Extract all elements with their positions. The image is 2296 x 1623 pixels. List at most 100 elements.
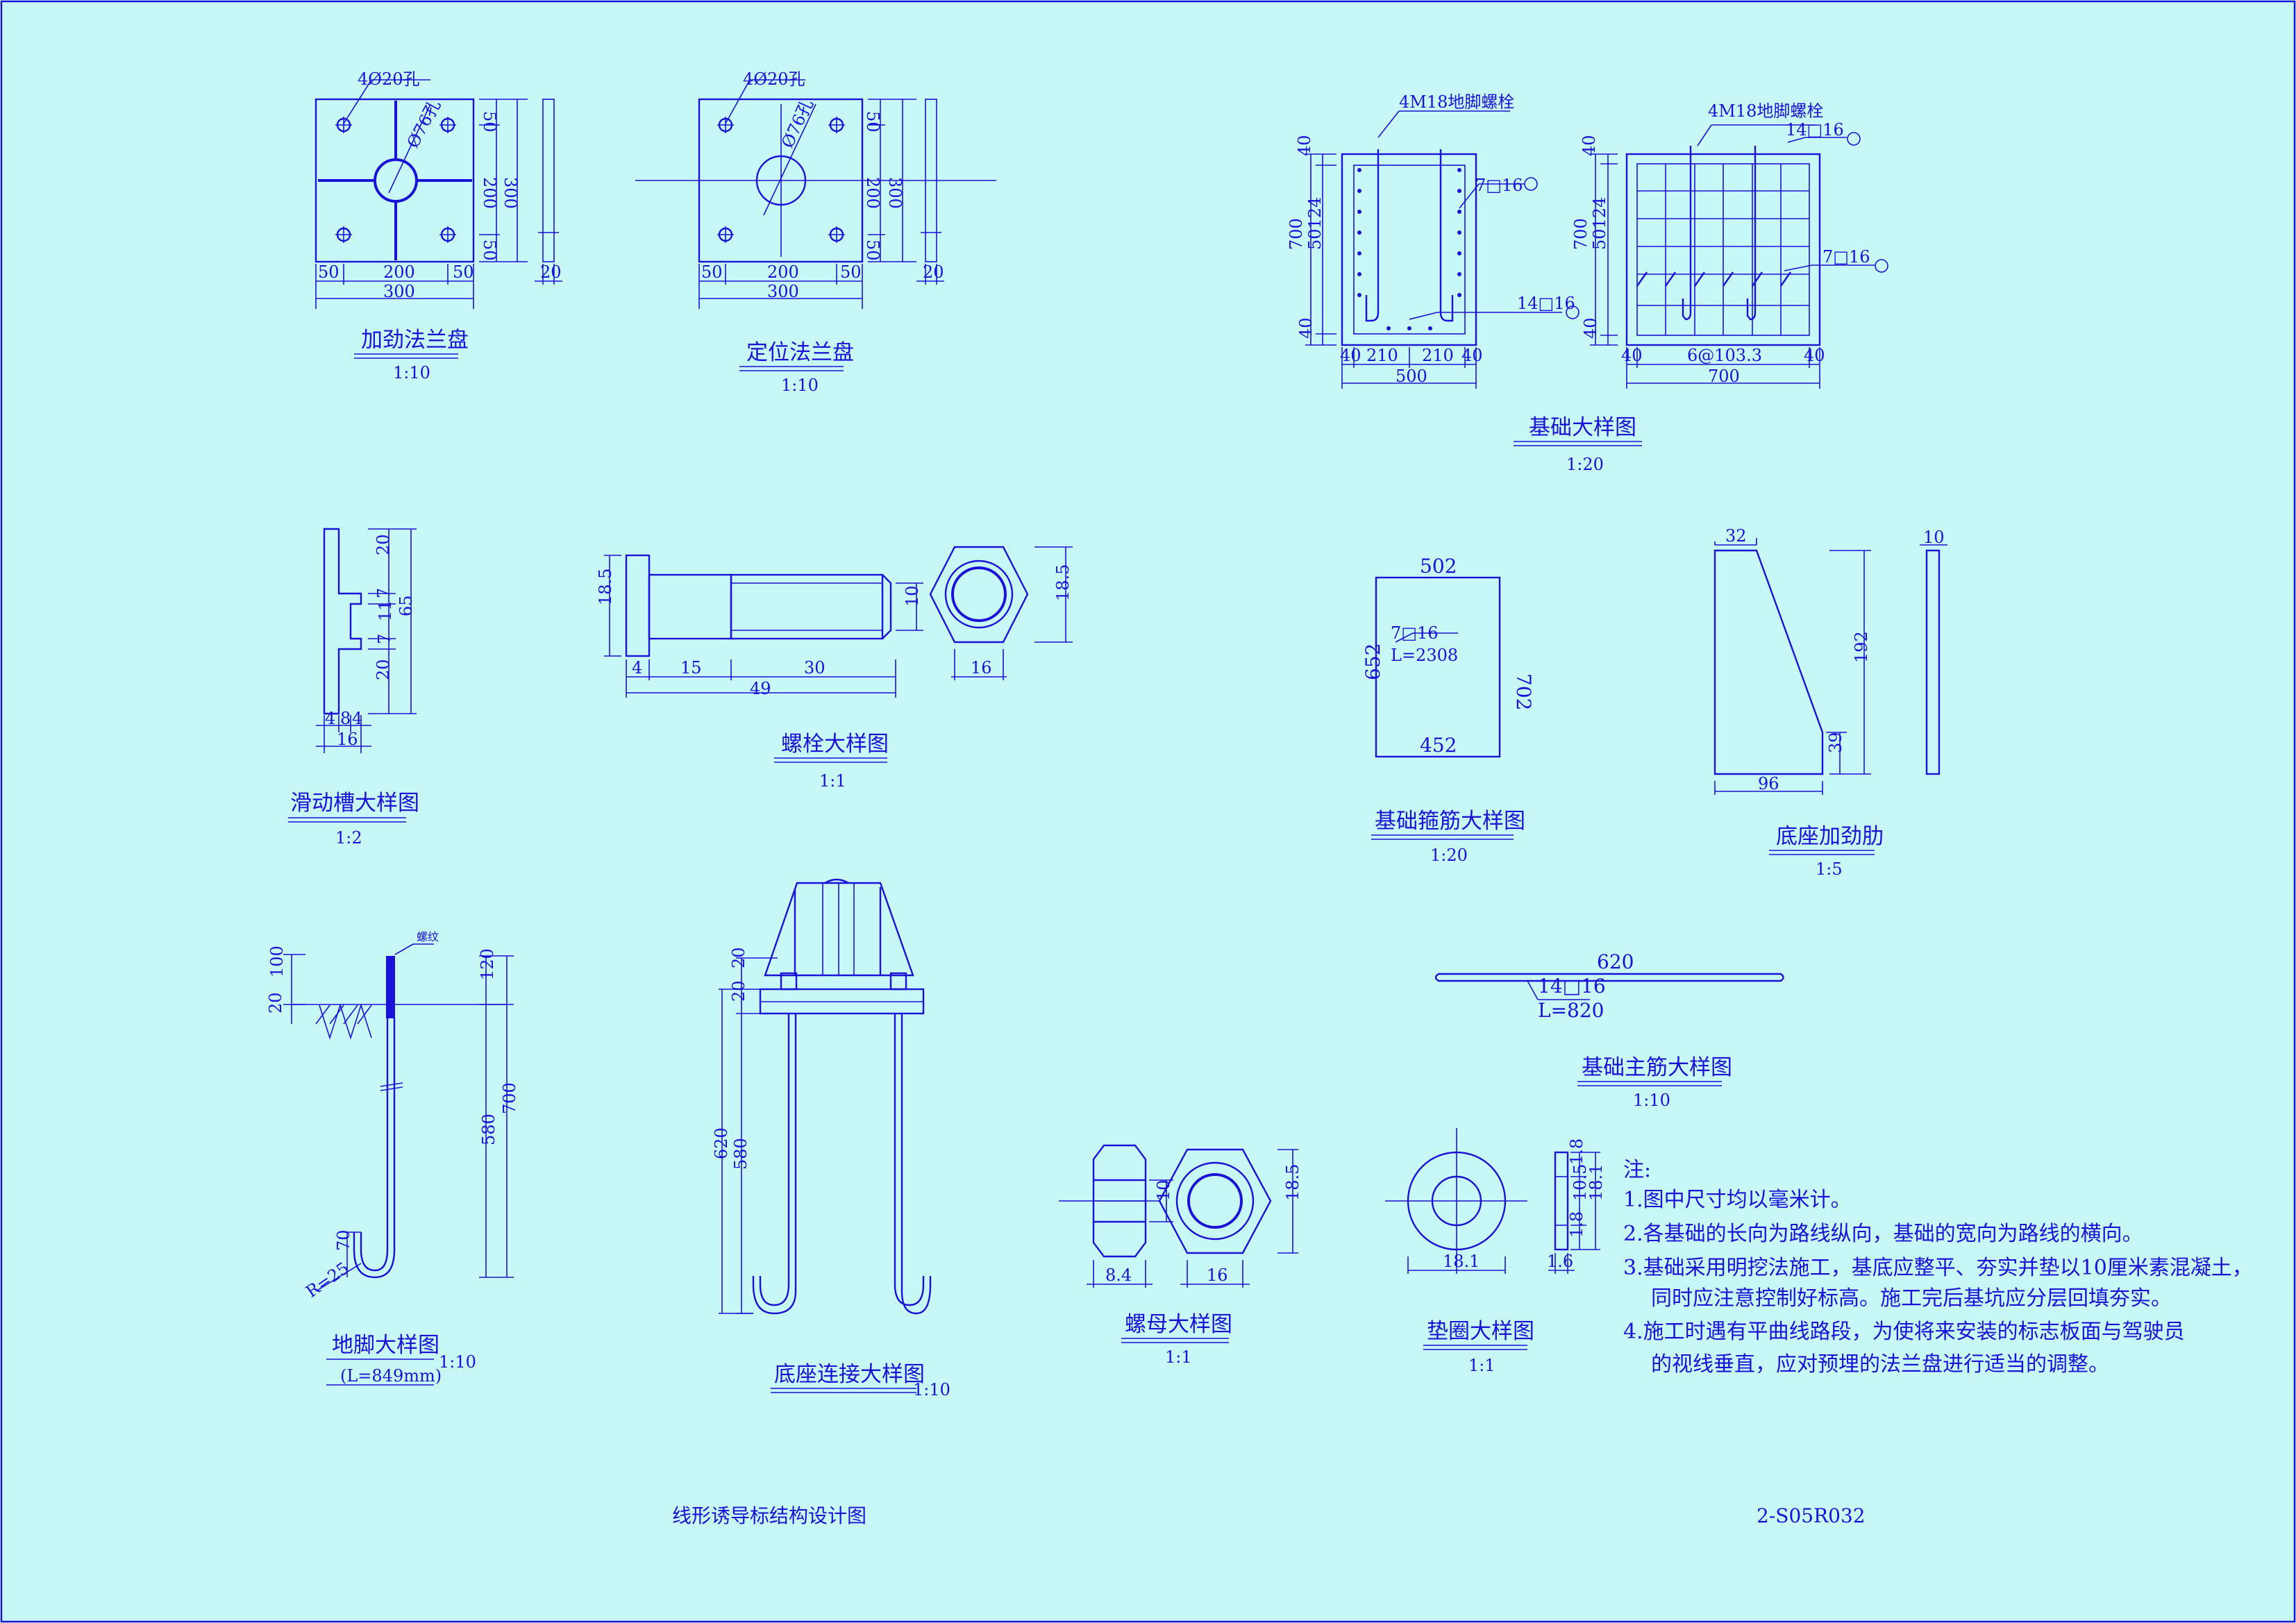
stiffened-flange-hole-note: 4Ø20孔 [358, 69, 419, 89]
dim-text: 20 [729, 947, 748, 968]
base-rib-drawing: 32 192 39 96 10 底座加劲肋 1:5 [1713, 526, 1947, 879]
bolt-title: 螺栓大样图 [781, 732, 889, 757]
dim-text: 50124 [1305, 197, 1325, 250]
main-bar-length-top: 620 [1597, 950, 1634, 973]
main-bar-title: 基础主筋大样图 [1582, 1055, 1732, 1080]
dim-text: 40 [1296, 317, 1316, 339]
anchor-title: 地脚大样图 [332, 1333, 439, 1358]
nut-scale: 1:1 [1165, 1347, 1192, 1367]
dim-text: 40 [1340, 346, 1361, 365]
foundation-drawing: 4M18地脚螺栓 7□16 14□16 700 40 50124 40 40 2… [1287, 92, 1888, 474]
base-rib-title: 底座加劲肋 [1776, 824, 1884, 849]
dim-text: 40 [1581, 317, 1600, 339]
stirrup-right: 702 [1512, 673, 1535, 710]
dim-text: 50 [863, 239, 882, 261]
dim-text: 11 [376, 600, 395, 621]
foundation-scale: 1:20 [1566, 455, 1604, 474]
locating-flange-hole-note: 4Ø20孔 [743, 69, 805, 89]
base-rib-low: 39 [1826, 732, 1845, 753]
note-line: 同时应注意控制好标高。施工完后基坑应分层回填夯实。 [1651, 1286, 2172, 1311]
note-line: 2.各基础的长向为路线纵向，基础的宽向为路线的横向。 [1623, 1222, 2143, 1246]
washer-title: 垫圈大样图 [1427, 1319, 1534, 1344]
foundation-bolt-note: 4M18地脚螺栓 [1399, 92, 1514, 112]
dim-text: 49 [750, 679, 771, 698]
dim-text: 700 [1287, 218, 1306, 250]
dim-text: 40 [1579, 135, 1599, 156]
foundation-rebar-14: 14□16 [1517, 294, 1575, 313]
dim-text: 200 [863, 177, 882, 209]
dim-text: 620 [712, 1127, 731, 1159]
locating-flange-drawing: 4Ø20孔 Ø76孔 50 200 50 300 50 200 50 300 2… [635, 69, 996, 395]
dim-text: 50124 [1590, 197, 1609, 250]
dim-text: 20 [923, 262, 944, 282]
stiffened-flange-title: 加劲法兰盘 [361, 328, 469, 353]
dim-text: 700 [1571, 218, 1591, 250]
dim-text: 65 [396, 595, 416, 616]
dim-text: 120 [478, 948, 497, 980]
dim-text: 1.8 [1567, 1138, 1586, 1165]
dim-text: 500 [1396, 367, 1427, 386]
stirrup-length: L=2308 [1391, 646, 1458, 665]
dim-text: 15 [680, 658, 702, 678]
anchor-subtitle: (L=849mm) [340, 1366, 442, 1386]
dim-text: 18.5 [1283, 1164, 1302, 1201]
dim-text: 300 [383, 282, 415, 301]
drawing-number: 2-S05R032 [1757, 1504, 1866, 1527]
dim-text: 4 [325, 709, 335, 728]
dim-text: 300 [501, 177, 520, 209]
foundation-rebar-14-2: 14□16 [1786, 120, 1844, 140]
dim-text: 4 [632, 658, 642, 678]
dim-text: 20 [540, 262, 562, 282]
notes-heading: 注: [1623, 1158, 1651, 1182]
main-bar-scale: 1:10 [1633, 1091, 1670, 1110]
dim-text: 20 [729, 980, 748, 1002]
dim-text: 18.5 [596, 569, 615, 605]
stiffened-flange-center-hole: Ø76孔 [403, 96, 445, 151]
dim-text: 50 [480, 111, 499, 133]
dim-text: 18.5 [1053, 564, 1073, 601]
dim-text: 700 [500, 1082, 519, 1114]
dim-text: 50 [453, 262, 474, 282]
dim-text: 18.1 [1443, 1252, 1480, 1271]
base-connection-drawing: 20 20 620 580 底座连接大样图 1:10 [712, 878, 950, 1399]
locating-flange-scale: 1:10 [781, 376, 819, 395]
stirrup-top: 502 [1420, 555, 1457, 578]
dim-text: 16 [971, 658, 992, 678]
stirrup-drawing: 502 452 652 702 7□16 L=2308 基础箍筋大样图 1:20 [1361, 555, 1535, 865]
dim-text: 200 [767, 262, 799, 282]
foundation-rebar-7-2: 7□16 [1822, 247, 1870, 267]
foundation-title: 基础大样图 [1529, 415, 1636, 440]
dim-text: 50 [701, 262, 723, 282]
slide-slot-scale: 1:2 [335, 828, 362, 848]
locating-flange-center-hole: Ø76孔 [778, 96, 817, 151]
dim-text: 100 [267, 945, 287, 977]
dim-text: 580 [731, 1138, 751, 1170]
stirrup-bottom: 452 [1420, 734, 1457, 757]
dim-text: 700 [1708, 367, 1740, 386]
washer-scale: 1:1 [1468, 1356, 1495, 1375]
dim-text: 40 [1621, 346, 1643, 365]
base-rib-top: 32 [1725, 526, 1747, 546]
dim-text: 50 [863, 111, 882, 133]
stirrup-title: 基础箍筋大样图 [1375, 809, 1525, 834]
slide-slot-drawing: 20 7 11 7 20 65 4 8 4 16 滑动槽大样图 1:2 [288, 528, 419, 848]
dim-text: 210 [1366, 346, 1398, 365]
nut-drawing: 10 8.4 16 18.5 螺母大样图 1:1 [1059, 1144, 1302, 1367]
dim-text: 7 [374, 588, 394, 598]
stirrup-left: 652 [1361, 644, 1384, 680]
stiffened-flange-drawing: 4Ø20孔 Ø76孔 50 200 50 300 50 200 50 300 2… [315, 69, 562, 382]
base-rib-bottom: 96 [1758, 774, 1779, 793]
anchor-tag: 螺纹 [417, 930, 439, 943]
anchor-scale: 1:10 [439, 1352, 476, 1372]
dim-text: 16 [337, 730, 358, 749]
dim-text: 40 [1295, 135, 1314, 156]
foundation-bolt-note-2: 4M18地脚螺栓 [1708, 101, 1823, 121]
dim-text: 8.4 [1105, 1265, 1132, 1285]
dim-text: 50 [840, 262, 862, 282]
dim-text: 4 [352, 709, 362, 728]
dim-text: 1.6 [1547, 1252, 1573, 1271]
dim-text: 200 [480, 177, 499, 209]
dim-text: 20 [266, 992, 285, 1014]
